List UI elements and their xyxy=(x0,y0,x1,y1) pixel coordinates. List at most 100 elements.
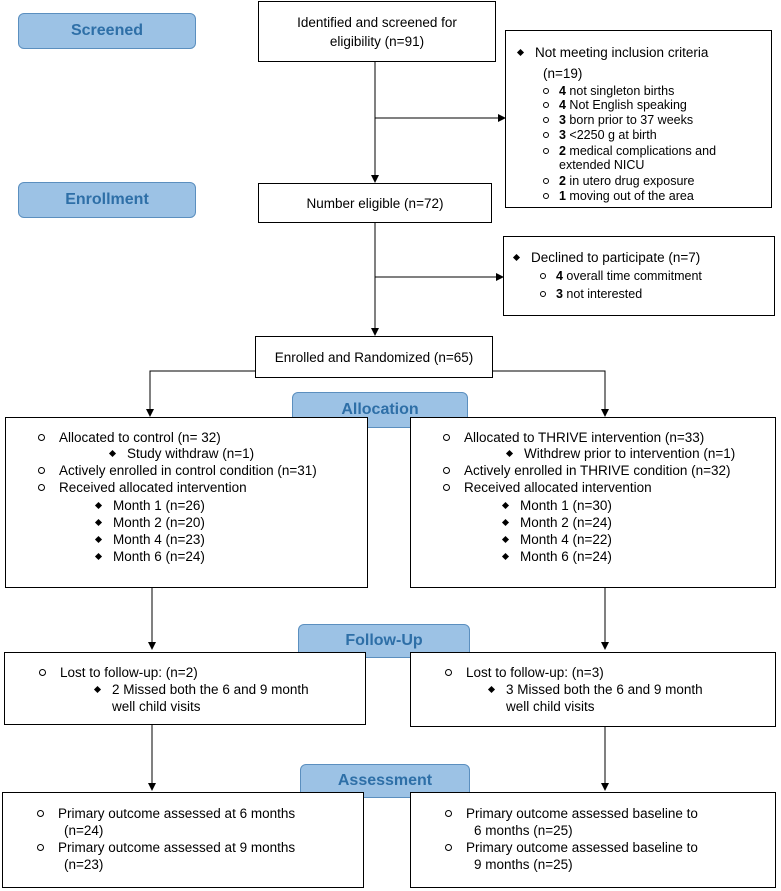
stage-enrollment-label: Enrollment xyxy=(65,191,149,208)
assessment-control-text: Primary outcome assessed at 6 months xyxy=(58,806,296,821)
exclusion-item: 4 not singleton births xyxy=(543,84,674,99)
diamond-bullet-icon xyxy=(501,552,510,560)
circle-bullet-icon xyxy=(540,290,546,297)
randomized-box-text: Enrolled and Randomized (n=65) xyxy=(274,349,474,365)
exclusion-box: Not meeting inclusion criteria (n=19) 4 … xyxy=(505,30,772,208)
exclusion-item-text: Not English speaking xyxy=(565,98,687,112)
alloc-control-month-text: Month 4 (n=23) xyxy=(113,532,205,547)
followup-thrive-subtext: 3 Missed both the 6 and 9 month xyxy=(506,682,703,697)
diamond-bullet-icon xyxy=(94,535,103,543)
exclusion-item-text: <2250 g at birth xyxy=(565,128,657,142)
exclusion-item: 2 medical complications and xyxy=(543,144,716,159)
stage-screened: Screened xyxy=(18,13,196,49)
stage-allocation-label: Allocation xyxy=(341,401,419,418)
stage-enrollment: Enrollment xyxy=(18,182,196,218)
followup-control-line: Lost to follow-up: (n=2) xyxy=(39,665,198,681)
followup-thrive-box: Lost to follow-up: (n=3) 3 Missed both t… xyxy=(410,652,776,727)
alloc-control-month: Month 6 (n=24) xyxy=(94,549,205,565)
alloc-control-month-text: Month 1 (n=26) xyxy=(113,498,205,513)
followup-thrive-subline: 3 Missed both the 6 and 9 month xyxy=(487,682,703,698)
assessment-thrive-text: Primary outcome assessed baseline to xyxy=(466,840,698,855)
alloc-control-month-text: Month 2 (n=20) xyxy=(113,515,205,530)
circle-bullet-icon xyxy=(543,192,549,199)
exclusion-item-num: 4 xyxy=(559,98,566,112)
exclusion-item-text: born prior to 37 weeks xyxy=(565,113,694,127)
exclusion-item: 2 in utero drug exposure xyxy=(543,174,695,189)
followup-control-subline-cont: well child visits xyxy=(112,699,201,714)
circle-bullet-icon xyxy=(543,177,549,184)
alloc-thrive-month-text: Month 1 (n=30) xyxy=(520,498,612,513)
stage-followup-label: Follow-Up xyxy=(345,632,423,649)
exclusion-item-num: 3 xyxy=(559,113,566,127)
declined-title-text: Declined to participate (n=7) xyxy=(531,250,701,265)
alloc-thrive-month-text: Month 6 (n=24) xyxy=(520,549,612,564)
circle-bullet-icon xyxy=(443,433,450,441)
exclusion-item: 1 moving out of the area xyxy=(543,189,694,204)
circle-bullet-icon xyxy=(445,809,452,817)
eligible-box: Number eligible (n=72) xyxy=(258,183,492,223)
assessment-thrive-line-cont: 6 months (n=25) xyxy=(474,823,573,838)
alloc-thrive-month-text: Month 4 (n=22) xyxy=(520,532,612,547)
circle-bullet-icon xyxy=(445,843,452,851)
alloc-control-month: Month 4 (n=23) xyxy=(94,532,205,548)
circle-bullet-icon xyxy=(37,843,44,851)
followup-thrive-line: Lost to follow-up: (n=3) xyxy=(445,665,604,681)
alloc-thrive-line: Actively enrolled in THRIVE condition (n… xyxy=(443,463,731,479)
diamond-bullet-icon xyxy=(501,535,510,543)
followup-control-subline: 2 Missed both the 6 and 9 month xyxy=(93,682,309,698)
circle-bullet-icon xyxy=(445,668,452,676)
declined-item-num: 4 xyxy=(556,269,563,283)
exclusion-title: Not meeting inclusion criteria xyxy=(516,45,708,61)
exclusion-item-text: moving out of the area xyxy=(565,189,694,203)
diamond-bullet-icon xyxy=(516,48,525,56)
followup-control-box: Lost to follow-up: (n=2) 2 Missed both t… xyxy=(4,652,366,725)
followup-thrive-subline-cont: well child visits xyxy=(506,699,595,714)
exclusion-item-num: 2 xyxy=(559,144,566,158)
eligible-box-text: Number eligible (n=72) xyxy=(306,195,444,211)
exclusion-item-num: 3 xyxy=(559,128,566,142)
declined-item: 3 not interested xyxy=(540,287,642,302)
exclusion-item: 4 Not English speaking xyxy=(543,98,687,113)
exclusion-item: 3 <2250 g at birth xyxy=(543,128,657,143)
assessment-control-text: Primary outcome assessed at 9 months xyxy=(58,840,296,855)
screened-box-text: Identified and screened for eligibility … xyxy=(297,14,457,49)
diamond-bullet-icon xyxy=(505,449,514,457)
exclusion-item-text: in utero drug exposure xyxy=(565,174,695,188)
exclusion-item-continued: extended NICU xyxy=(559,158,644,173)
assessment-control-line-cont: (n=23) xyxy=(64,857,104,872)
circle-bullet-icon xyxy=(543,147,549,154)
screened-box: Identified and screened for eligibility … xyxy=(258,1,496,62)
assessment-control-line: Primary outcome assessed at 9 months xyxy=(37,840,295,856)
followup-control-subtext: 2 Missed both the 6 and 9 month xyxy=(112,682,309,697)
alloc-thrive-month: Month 6 (n=24) xyxy=(501,549,612,565)
assessment-thrive-text: Primary outcome assessed baseline to xyxy=(466,806,698,821)
diamond-bullet-icon xyxy=(94,552,103,560)
declined-item: 4 overall time commitment xyxy=(540,269,702,284)
alloc-control-subtext: Study withdraw (n=1) xyxy=(127,446,255,461)
assessment-thrive-box: Primary outcome assessed baseline to 6 m… xyxy=(410,792,776,888)
declined-item-num: 3 xyxy=(556,287,563,301)
assessment-control-line: Primary outcome assessed at 6 months xyxy=(37,806,295,822)
diamond-bullet-icon xyxy=(94,501,103,509)
diamond-bullet-icon xyxy=(94,518,103,526)
exclusion-item-num: 4 xyxy=(559,84,566,98)
diamond-bullet-icon xyxy=(108,449,117,457)
alloc-thrive-line: Received allocated intervention xyxy=(443,480,652,496)
alloc-control-month: Month 1 (n=26) xyxy=(94,498,205,514)
alloc-thrive-line: Allocated to THRIVE intervention (n=33) xyxy=(443,430,704,446)
alloc-thrive-month-text: Month 2 (n=24) xyxy=(520,515,612,530)
circle-bullet-icon xyxy=(38,433,45,441)
alloc-thrive-month: Month 1 (n=30) xyxy=(501,498,612,514)
alloc-thrive-subtext: Withdrew prior to intervention (n=1) xyxy=(524,446,736,461)
circle-bullet-icon xyxy=(443,466,450,474)
allocation-control-box: Allocated to control (n= 32) Study withd… xyxy=(5,417,368,588)
declined-title: Declined to participate (n=7) xyxy=(512,250,701,266)
assessment-thrive-line: Primary outcome assessed baseline to xyxy=(445,806,698,822)
diamond-bullet-icon xyxy=(93,685,102,693)
exclusion-item-text: not singleton births xyxy=(565,84,675,98)
alloc-control-line: Received allocated intervention xyxy=(38,480,247,496)
exclusion-item: 3 born prior to 37 weeks xyxy=(543,113,693,128)
alloc-thrive-text: Allocated to THRIVE intervention (n=33) xyxy=(464,430,705,445)
stage-screened-label: Screened xyxy=(70,22,144,39)
alloc-thrive-text: Received allocated intervention xyxy=(464,480,652,495)
